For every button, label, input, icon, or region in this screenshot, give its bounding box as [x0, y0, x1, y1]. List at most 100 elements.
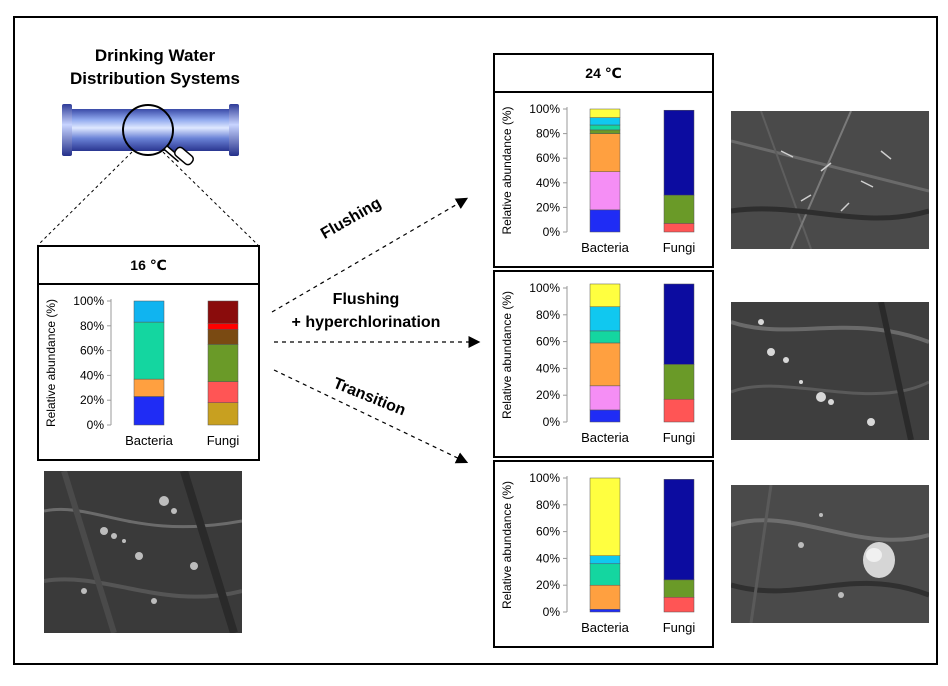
transition-chart-panel: Relative abundance (%) 0% 20% 40% 60% 80% 100%… [493, 460, 714, 648]
y-tick-label: 60% [536, 525, 560, 539]
x-category-label: Bacteria [125, 433, 173, 448]
y-tick-label: 20% [536, 388, 560, 402]
y-tick-label: 0% [543, 605, 561, 619]
y-tick-label: 40% [80, 368, 104, 382]
y-axis-label: Relative abundance (%) [44, 299, 58, 427]
stacked-bar-bacteria [589, 477, 621, 613]
bar-segment [663, 479, 695, 581]
bar-segment [207, 402, 239, 426]
x-category-label: Fungi [663, 430, 696, 445]
y-tick-label: 60% [536, 335, 560, 349]
flushing-temperature-label: 24 ℃ [585, 65, 622, 81]
stacked-bar-bacteria [589, 108, 621, 233]
sem-micrograph-flushing [731, 111, 929, 249]
y-tick-label: 20% [536, 578, 560, 592]
stacked-bar-fungi [207, 300, 239, 426]
y-tick-label: 100% [529, 471, 560, 485]
hyperchlorination-label: Flushing + hyperchlorination [268, 288, 464, 334]
y-tick-label: 20% [80, 393, 104, 407]
bar-segment [207, 344, 239, 382]
y-tick-label: 80% [536, 127, 560, 141]
transition-community-chart: Relative abundance (%) 0% 20% 40% 60% 80% 100%… [500, 471, 696, 635]
zoom-lines [37, 151, 259, 246]
y-tick-label: 0% [543, 415, 561, 429]
title-line-2: Distribution Systems [69, 69, 241, 88]
hyperchlorination-label-line-1: Flushing [332, 291, 400, 308]
bar-segment [663, 597, 695, 613]
y-tick-label: 0% [543, 225, 561, 239]
y-tick-label: 100% [73, 294, 104, 308]
stacked-bar-fungi [663, 479, 695, 613]
bar-segment [663, 109, 695, 196]
bar-segment [207, 329, 239, 345]
bar-segment [589, 385, 621, 411]
hyperchlorination-chart-panel: Relative abundance (%) 0% 20% 40% 60% 80% 100%… [493, 270, 714, 458]
stacked-bar-fungi [663, 109, 695, 233]
flushing-arrow [271, 197, 469, 313]
y-tick-label: 80% [536, 498, 560, 512]
x-category-label: Fungi [663, 240, 696, 255]
y-tick-label: 80% [536, 308, 560, 322]
y-tick-label: 20% [536, 200, 560, 214]
bar-segment [663, 398, 695, 423]
bar-segment [589, 209, 621, 233]
bar-segment [589, 171, 621, 211]
y-tick-label: 40% [536, 551, 560, 565]
y-axis-label: Relative abundance (%) [500, 291, 514, 419]
bar-segment [589, 555, 621, 565]
flushing-community-chart: Relative abundance (%)0%20%40%60%80%100%… [500, 102, 696, 255]
x-category-label: Bacteria [581, 430, 629, 445]
magnifier-icon [122, 104, 194, 166]
x-category-label: Bacteria [581, 620, 629, 635]
initial-temperature-label: 16 ℃ [130, 257, 167, 273]
y-tick-label: 0% [87, 418, 105, 432]
bar-segment [133, 378, 165, 397]
flushing-chart-panel: Relative abundance (%)0%20%40%60%80%100%… [493, 91, 714, 268]
transition-arrow [273, 369, 469, 464]
stacked-bar-fungi [663, 283, 695, 423]
flushing-temperature-box: 24 ℃ [493, 53, 714, 93]
bar-segment [663, 579, 695, 598]
sem-micrograph-initial [44, 471, 242, 633]
bar-segment [207, 300, 239, 324]
initial-community-chart: Relative abundance (%) 0% 20% 40% 60% 80% 100%… [44, 294, 240, 448]
bar-segment [133, 300, 165, 323]
bar-segment [589, 124, 621, 131]
bar-segment [589, 283, 621, 308]
x-category-label: Bacteria [581, 240, 629, 255]
bar-segment [589, 306, 621, 332]
bar-segment [207, 381, 239, 403]
y-tick-label: 60% [80, 344, 104, 358]
y-axis-label: Relative abundance (%) [500, 481, 514, 609]
initial-temperature-box: 16 ℃ [37, 245, 260, 285]
x-category-label: Fungi [207, 433, 240, 448]
sem-micrograph-hyperchlorination [731, 302, 929, 440]
bar-segment [589, 133, 621, 172]
bar-segment [663, 194, 695, 224]
title-line-1: Drinking Water [94, 46, 216, 65]
bar-segment [207, 323, 239, 330]
sem-micrograph-transition [731, 485, 929, 623]
pipe-icon [62, 104, 239, 156]
stacked-bar-bacteria [589, 283, 621, 423]
y-tick-label: 100% [529, 281, 560, 295]
diagram-title: Drinking Water Distribution Systems [40, 44, 270, 90]
condition-arrows [271, 197, 481, 464]
bar-segment [133, 396, 165, 426]
y-tick-label: 100% [529, 102, 560, 116]
x-category-label: Fungi [663, 620, 696, 635]
bar-segment [589, 129, 621, 134]
y-tick-label: 80% [80, 319, 104, 333]
hyperchlorination-community-chart: Relative abundance (%) 0% 20% 40% 60% 80% 100%… [500, 281, 696, 445]
bar-segment [589, 108, 621, 118]
y-tick-label: 40% [536, 361, 560, 375]
hyperchlorination-label-line-2: + hyperchlorination [291, 314, 441, 331]
bar-segment [589, 342, 621, 387]
bar-segment [133, 321, 165, 380]
bar-segment [589, 609, 621, 613]
bar-segment [589, 409, 621, 423]
figure-frame [13, 16, 938, 665]
bar-segment [663, 283, 695, 365]
bar-segment [589, 584, 621, 610]
